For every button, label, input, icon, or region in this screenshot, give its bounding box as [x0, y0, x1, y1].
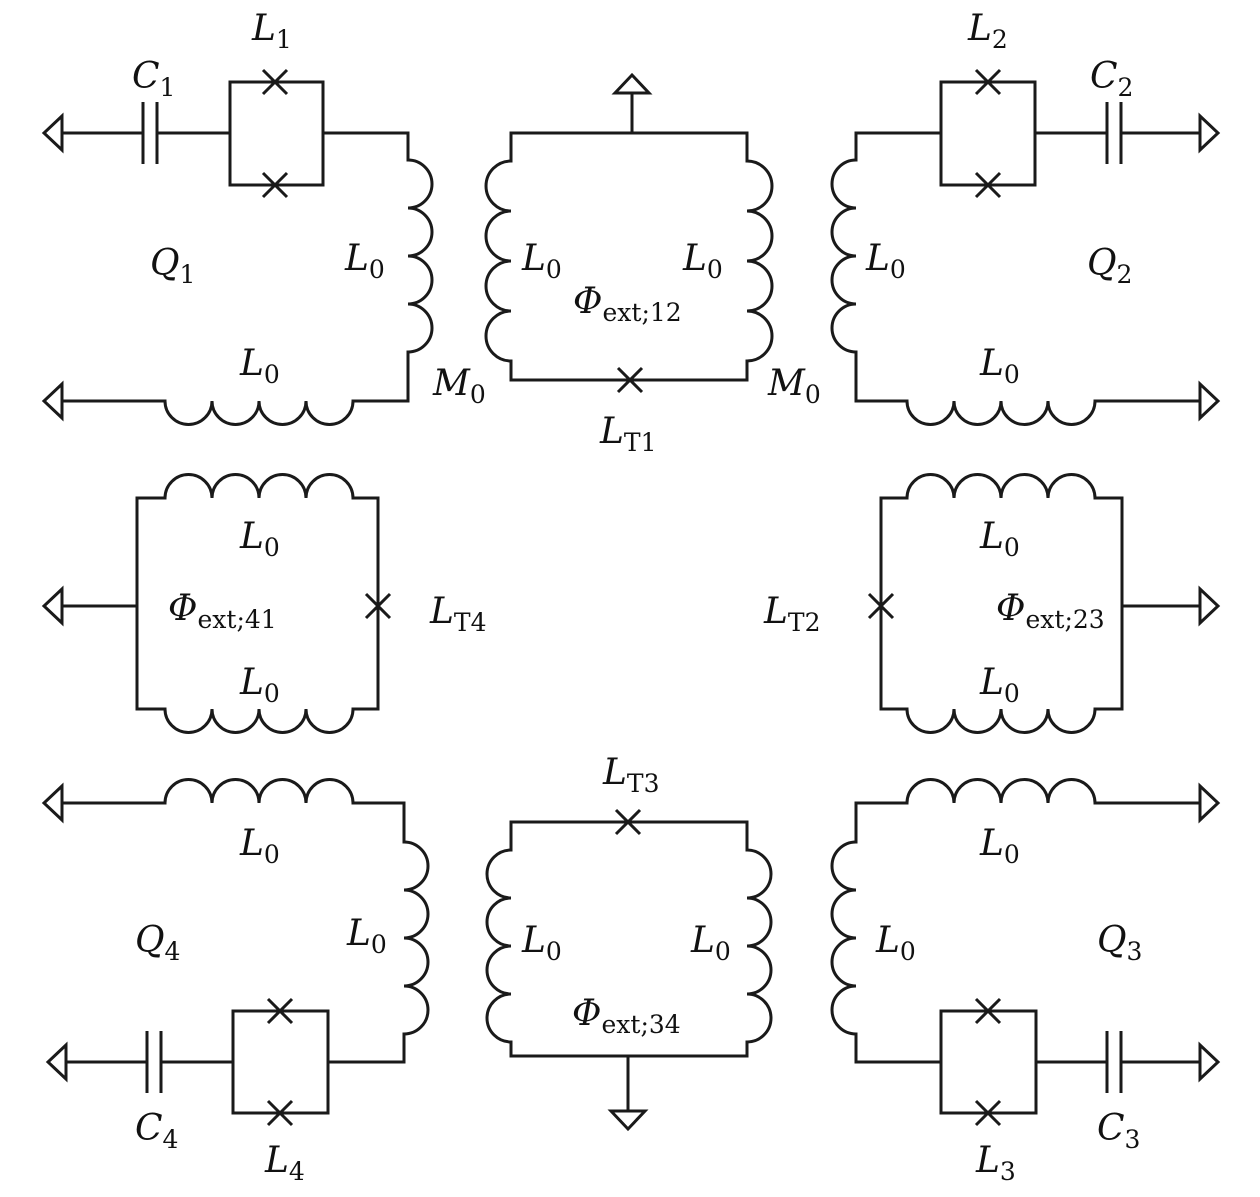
label-lt3: LT3 — [602, 752, 660, 798]
label-inductor: L0 — [521, 238, 562, 284]
label-lt2: LT2 — [763, 591, 821, 637]
label-lt1: LT1 — [599, 411, 657, 457]
coupler-t3-circuit — [485, 808, 773, 1132]
label-c2: C2 — [1090, 56, 1133, 102]
label-c3: C3 — [1097, 1108, 1140, 1154]
label-inductor: L0 — [865, 238, 906, 284]
label-c1: C1 — [132, 56, 175, 102]
label-inductor: L0 — [521, 920, 562, 966]
label-q3: Q3 — [1097, 920, 1142, 966]
label-mutual: M0 — [767, 363, 821, 409]
label-l2: L2 — [967, 8, 1008, 54]
label-inductor: L0 — [239, 343, 280, 389]
qubit-q4-circuit — [41, 778, 430, 1127]
label-inductor: L0 — [979, 662, 1020, 708]
qubit-q1-circuit — [41, 68, 434, 426]
label-flux-23: Φext;23 — [996, 588, 1105, 634]
label-inductor: L0 — [344, 238, 385, 284]
label-q4: Q4 — [135, 920, 180, 966]
label-inductor: L0 — [346, 913, 387, 959]
label-inductor: L0 — [979, 516, 1020, 562]
coupler-t2-circuit — [867, 473, 1221, 734]
label-lt4: LT4 — [429, 591, 487, 637]
coupler-t1-circuit — [484, 72, 774, 394]
label-c4: C4 — [135, 1108, 178, 1154]
label-flux-34: Φext;34 — [572, 993, 681, 1039]
qubit-q3-circuit — [830, 778, 1221, 1127]
label-flux-12: Φext;12 — [573, 281, 682, 327]
label-inductor: L0 — [690, 920, 731, 966]
label-inductor: L0 — [239, 516, 280, 562]
label-q2: Q2 — [1087, 243, 1132, 289]
label-l1: L1 — [251, 8, 292, 54]
label-inductor: L0 — [979, 823, 1020, 869]
label-q1: Q1 — [150, 243, 195, 289]
label-l4: L4 — [264, 1140, 305, 1186]
label-inductor: L0 — [239, 823, 280, 869]
label-flux-41: Φext;41 — [168, 588, 277, 634]
label-inductor: L0 — [979, 343, 1020, 389]
label-inductor: L0 — [682, 238, 723, 284]
coupler-t4-circuit — [41, 473, 392, 734]
label-mutual: M0 — [432, 363, 486, 409]
label-inductor: L0 — [239, 662, 280, 708]
qubit-q2-circuit — [830, 68, 1221, 426]
label-inductor: L0 — [875, 920, 916, 966]
label-l3: L3 — [975, 1140, 1016, 1186]
